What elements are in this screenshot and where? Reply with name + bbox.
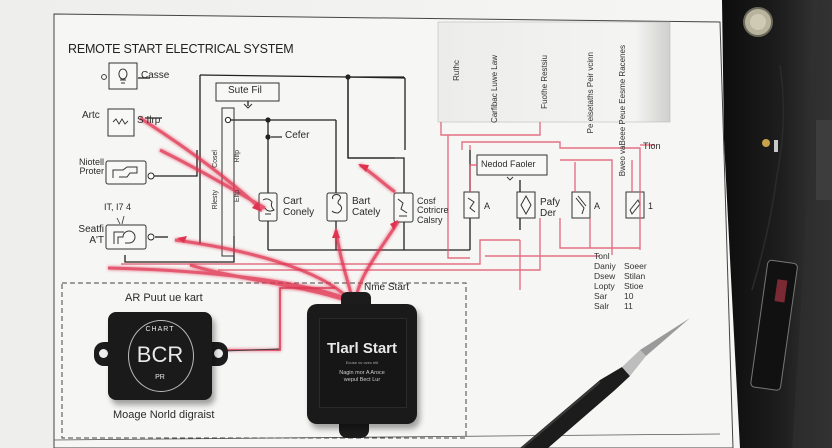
legend-cell: Stioe [624, 281, 644, 291]
right-side-label: Tlon [643, 141, 661, 151]
start-sub-text: Ecuse vo ovec elit [345, 360, 379, 365]
lower-bottom-caption: Moage Norld digraist [113, 409, 215, 421]
legend-header: Tonl [594, 251, 610, 261]
relay-cosf [393, 192, 414, 223]
junction-dot [345, 74, 351, 80]
legend-cell: 11 [624, 301, 633, 311]
relay-cosf-label: Cosf Cotricre Calsry [417, 196, 449, 225]
start-main-text: Tlarl Start [326, 340, 398, 357]
strip-entry-5: Bweo vaBeee Peue Eesme Racenes [618, 45, 627, 177]
red-harness-wires [107, 116, 400, 302]
junction-dot [265, 134, 271, 140]
rail-label-4: Elfp [234, 190, 241, 203]
strip-entry-3: Fuothe Restsiu [540, 55, 549, 109]
bcr-ring-top-text: CHART [145, 326, 175, 333]
cable [751, 64, 785, 291]
strip-entry-2: Carfibac Luwe Law [490, 55, 499, 124]
mount-hole [214, 349, 223, 358]
switch-label: Niotell Proter [78, 157, 104, 177]
legend-cell: 10 [624, 291, 634, 301]
legend-cell: Stilan [624, 271, 646, 281]
right-header-label: Nedod Faoler [481, 159, 536, 169]
bulb-label: Casse [141, 70, 170, 81]
relay-right-2 [516, 191, 536, 219]
bcr-body: CHART BCR PR [108, 312, 212, 400]
id-tag [750, 259, 798, 391]
switch-component-box [105, 160, 147, 185]
relay-component-box [107, 108, 135, 137]
bcr-logo-text: BCR [136, 342, 184, 367]
switch-icon [112, 166, 138, 178]
red-wiring-grid [121, 122, 655, 290]
bulb-component-box [108, 62, 138, 90]
start-bottom-tab [339, 420, 369, 438]
relay-right-3 [571, 191, 591, 219]
bcr-module: CHART BCR PR [94, 312, 228, 402]
rail-label-3: Rlfp [234, 150, 241, 163]
rail-label-2: Rlesty [212, 190, 219, 210]
legend-cell: Daniy [594, 261, 616, 271]
panel-bracket [816, 120, 832, 200]
relay-right-1 [463, 191, 480, 219]
fuse-box [215, 82, 280, 102]
diagram-title: REMOTE START ELECTRICAL SYSTEM [68, 42, 294, 56]
hook-switch-label: Seatfi A'T [78, 224, 104, 246]
legend-cell: Lopty [594, 281, 615, 291]
relay-cart-label: Cart Conely [283, 196, 315, 218]
right-relay-1-label: A [484, 201, 491, 211]
strip-entry-4: Pe eisetaths Peir vcinn [586, 52, 595, 134]
legend-table: Tonl Daniy Soeer Dsew Stilan Lopty Stioe Sa… [594, 251, 647, 311]
cable-connector [774, 140, 778, 152]
relay-bart-label: Bart Cately [352, 196, 381, 218]
relay-left-label: Artc [82, 110, 100, 121]
amber-led-icon [762, 139, 770, 147]
wire-arrowheads [177, 164, 398, 243]
paper-border-line [53, 433, 721, 441]
legend-cell: Sar [594, 291, 608, 301]
start-detail-text: Nagin mor A Aroce wepul Bect Lur [339, 370, 385, 383]
legend-cell: Soeer [624, 261, 647, 271]
junction-label: Cefer [285, 130, 310, 141]
relay-icon [112, 118, 129, 125]
hook-switch-box [105, 224, 147, 250]
pen [520, 318, 690, 448]
label-strip [437, 21, 671, 123]
car-interior-panel [722, 0, 832, 448]
hook-switch-top-label: IT, I7 4 [104, 202, 132, 212]
start-body: Tlarl Start Ecuse vo ovec elit Nagin mor… [307, 304, 417, 424]
bulb-icon [118, 68, 128, 84]
terminal-dot [224, 116, 232, 124]
right-relay-2-label: Pafy Der [540, 197, 561, 219]
bcr-ring-bottom-text: PR [155, 374, 165, 381]
strip-entry-1: Ruthc [452, 60, 461, 81]
mount-hole [99, 349, 108, 358]
hook-switch-icon [113, 230, 136, 244]
relay-right-4 [625, 191, 645, 219]
legend-cell: Salr [594, 301, 610, 311]
rail-label-1: Cosel [212, 150, 219, 168]
relay-right-label: S Ilrp [137, 115, 161, 126]
bcr-ring [128, 320, 194, 392]
fuse-box-label: Sute Fil [228, 85, 262, 96]
legend-cell: Dsew [594, 271, 616, 281]
junction-dot [265, 117, 271, 123]
lower-left-caption: AR Puut ue kart [125, 292, 203, 304]
relay-bart [326, 192, 348, 222]
start-face [319, 318, 407, 408]
right-relay-4-label: 1 [648, 201, 654, 211]
lower-right-caption: Nme Start [364, 282, 410, 293]
right-relay-3-label: A [594, 201, 601, 211]
remote-start-module: Tlarl Start Ecuse vo ovec elit Nagin mor… [305, 292, 420, 442]
